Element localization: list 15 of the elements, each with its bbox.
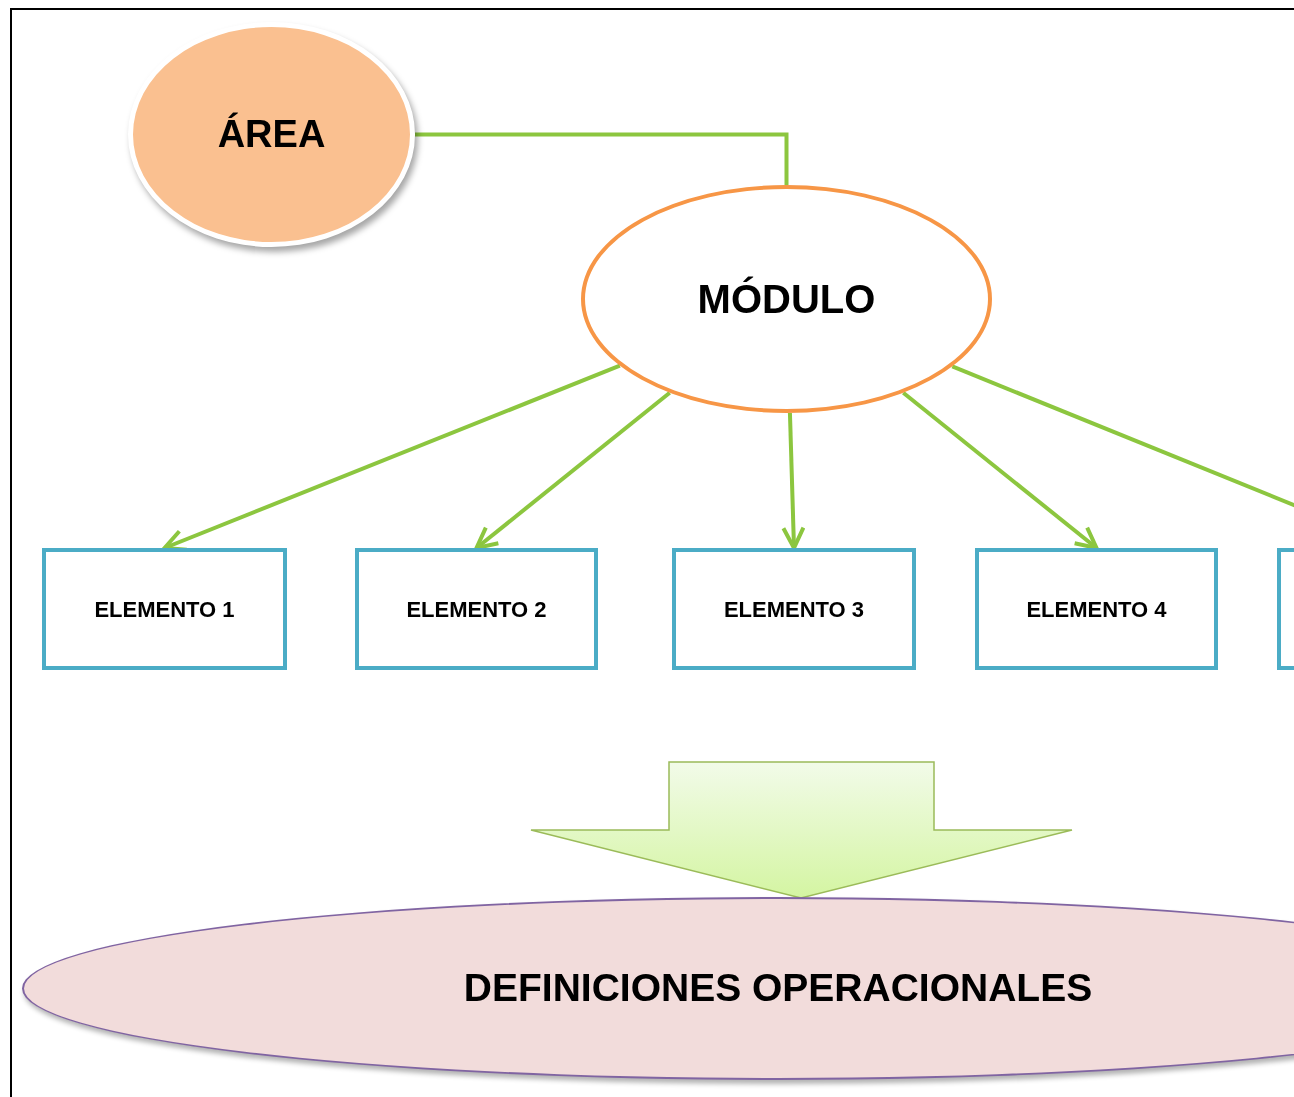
node-label: ELEMENTO 1 (94, 595, 235, 624)
arrow (781, 412, 806, 550)
arrow (902, 391, 1099, 550)
element-box (42, 548, 287, 670)
element-box (672, 548, 916, 670)
arrow (474, 391, 671, 550)
node-label: ELEMENTO 4 (1026, 595, 1167, 624)
element-box (975, 548, 1218, 670)
node-label: ÁREA (217, 111, 326, 157)
element-box (355, 548, 598, 670)
node-label: DEFINICIONES OPERACIONALES (463, 965, 1093, 1012)
node-label: MÓDULO (697, 275, 876, 323)
node-label: ELEMENTO 3 (723, 595, 865, 624)
node-label: ELEMENTO 2 (406, 595, 547, 624)
block-arrow (530, 761, 1073, 899)
